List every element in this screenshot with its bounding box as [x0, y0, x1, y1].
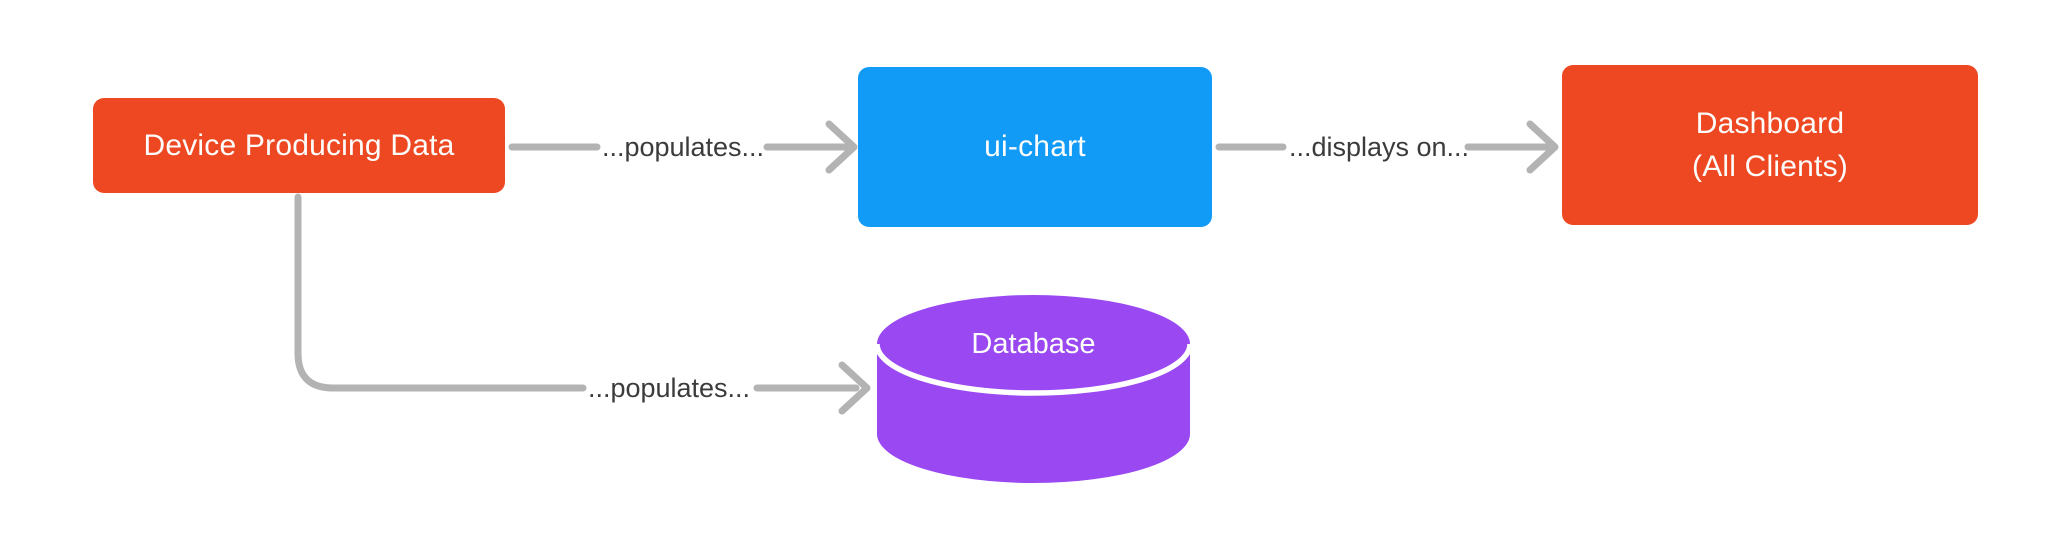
edge-device-to-uichart: [508, 120, 858, 174]
node-dashboard: Dashboard (All Clients): [1562, 65, 1978, 225]
node-ui-chart: ui-chart: [858, 67, 1212, 227]
arrowhead: [825, 120, 858, 174]
node-dashboard-label-line2: (All Clients): [1692, 150, 1848, 183]
node-device-producing-data: Device Producing Data: [93, 98, 505, 193]
database-cylinder: [874, 295, 1193, 483]
cylinder-body: [877, 344, 1190, 483]
node-device-label: Device Producing Data: [143, 128, 455, 162]
cylinder-stripe: [874, 343, 1193, 396]
edge-elbow-line: [294, 193, 587, 392]
node-ui-chart-label: ui-chart: [984, 130, 1086, 163]
edge-device-to-database: [294, 193, 871, 415]
arrowhead: [838, 361, 871, 415]
edge-uichart-to-dashboard: [1215, 120, 1559, 174]
node-dashboard-label-line1: Dashboard: [1695, 107, 1845, 140]
arrowhead: [1526, 120, 1559, 174]
node-database-label: Database: [971, 327, 1096, 360]
edge-label-populates-top: ...populates...: [601, 131, 765, 162]
edge-label-displays-on: ...displays on...: [1288, 131, 1470, 162]
edge-label-populates-bottom: ...populates...: [587, 372, 751, 403]
cylinder-top: [877, 295, 1190, 393]
